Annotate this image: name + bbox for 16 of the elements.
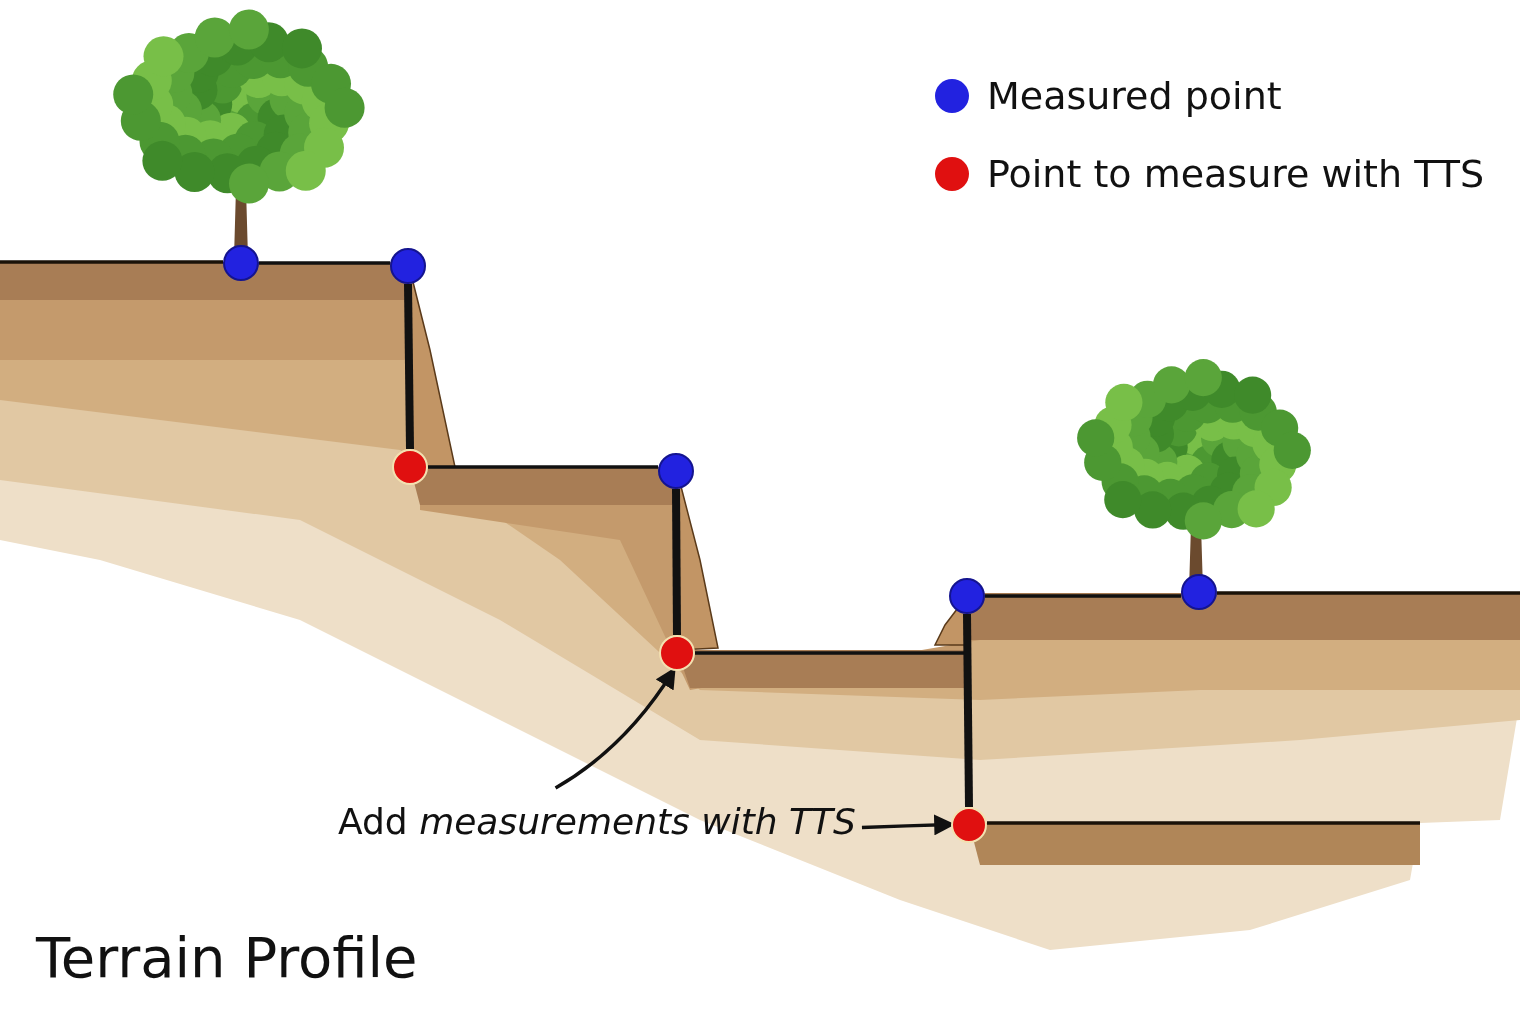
measurement-line (963, 613, 973, 808)
measured-point-marker (1181, 574, 1217, 610)
measured-point-marker (658, 453, 694, 489)
measured-point-marker (949, 578, 985, 614)
legend-label: Point to measure with TTS (987, 152, 1485, 196)
measurement-line (404, 283, 414, 450)
measured-point-marker (223, 245, 259, 281)
measurement-line (259, 261, 390, 265)
measured-point-marker (390, 248, 426, 284)
annotation-text: Add measurements with TTS (338, 801, 856, 842)
measurement-line (985, 594, 1181, 598)
measurement-line (672, 488, 681, 636)
legend-label: Measured point (987, 74, 1282, 118)
arrow (554, 667, 676, 790)
measurement-line (428, 465, 658, 469)
diagram-title: Terrain Profile (36, 925, 418, 990)
